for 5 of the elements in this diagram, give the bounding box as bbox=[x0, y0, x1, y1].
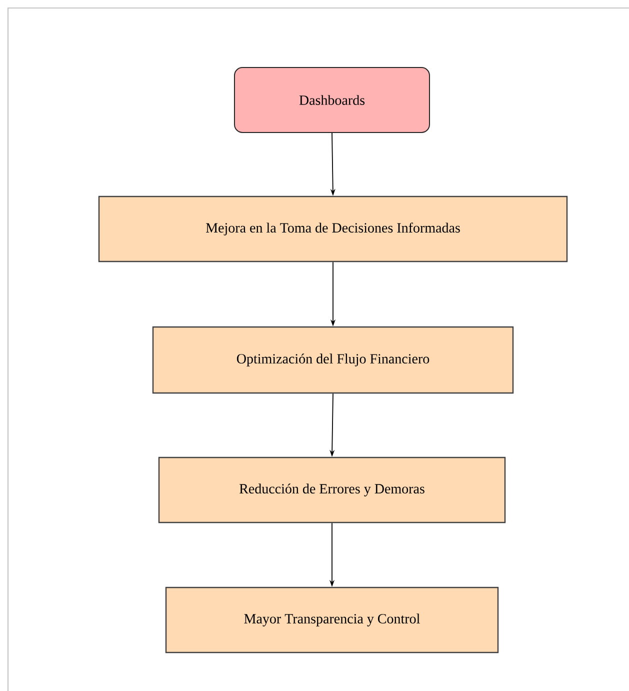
process-box: Reducción de Errores y Demoras bbox=[158, 456, 506, 524]
start-box: Dashboards bbox=[234, 67, 430, 133]
process-box: Mayor Transparencia y Control bbox=[165, 586, 499, 654]
process-box: Optimización del Flujo Financiero bbox=[152, 326, 514, 394]
process-box: Mejora en la Toma de Decisiones Informadas bbox=[98, 196, 568, 262]
